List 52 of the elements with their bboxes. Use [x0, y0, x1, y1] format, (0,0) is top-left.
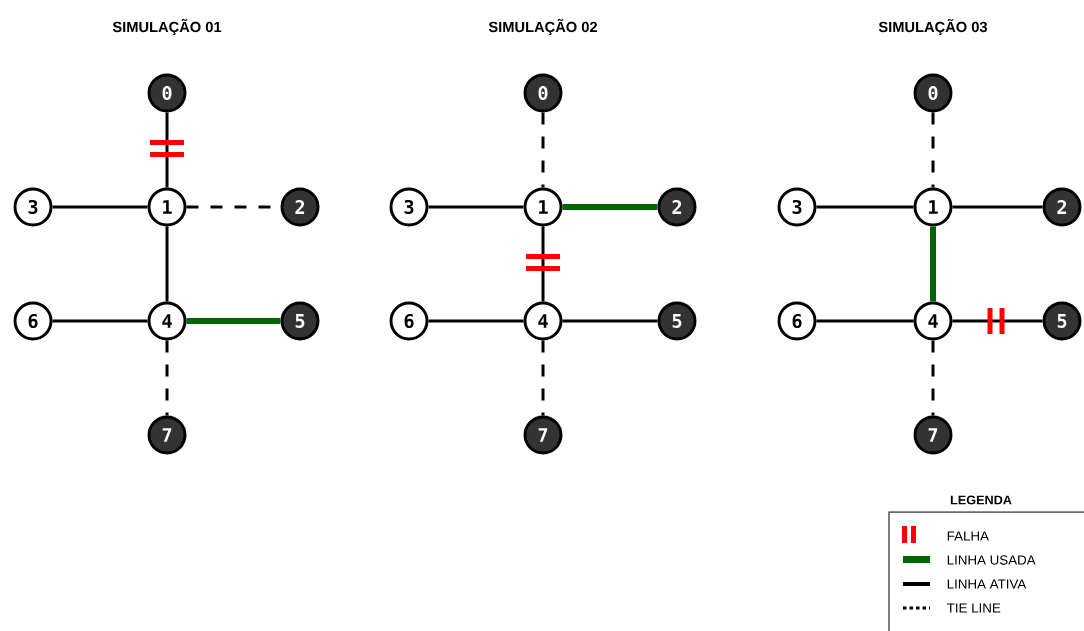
line: [816, 319, 914, 323]
bus-node: 5: [1042, 301, 1082, 341]
bus-node: 2: [657, 187, 697, 227]
legend-title: LEGENDA: [950, 495, 1012, 505]
bus-node: 1: [913, 187, 953, 227]
bus-node: 0: [913, 73, 953, 113]
line: [952, 205, 1043, 209]
bus-node: 4: [147, 301, 187, 341]
bus-node: 1: [523, 187, 563, 227]
bus-node: 3: [13, 187, 53, 227]
bus-node: 7: [523, 415, 563, 455]
bus-node: 3: [389, 187, 429, 227]
legend-text: TIE LINE: [947, 603, 1001, 613]
bus-node: 5: [657, 301, 697, 341]
bus-node: 4: [523, 301, 563, 341]
panel-title: SIMULAÇÃO 03: [878, 18, 988, 36]
line: [816, 205, 914, 209]
line: [428, 205, 524, 209]
line: [541, 112, 545, 188]
panel-title: SIMULAÇÃO 02: [488, 18, 597, 36]
bus-node: 1: [147, 187, 187, 227]
line: [52, 319, 148, 323]
line: [165, 112, 169, 188]
bus-node: 0: [147, 73, 187, 113]
line: [165, 226, 169, 302]
line: [186, 318, 281, 324]
line: [952, 319, 1043, 323]
line: [52, 205, 148, 209]
bus-node: 6: [389, 301, 429, 341]
legend-text: FALHA: [947, 531, 989, 541]
bus-node: 7: [147, 415, 187, 455]
line: [931, 112, 935, 188]
bus-node: 2: [1042, 187, 1082, 227]
legend-text: LINHA ATIVA: [947, 579, 1027, 589]
line: [428, 319, 524, 323]
bus-node: 5: [280, 301, 320, 341]
bus-node: 4: [913, 301, 953, 341]
line: [541, 226, 545, 302]
panel-title: SIMULAÇÃO 01: [112, 18, 222, 36]
line: [562, 204, 658, 210]
bus-node: 3: [777, 187, 817, 227]
bus-node: 7: [913, 415, 953, 455]
bus-node: 6: [13, 301, 53, 341]
line: [541, 340, 545, 416]
line: [562, 319, 658, 323]
bus-node: 0: [523, 73, 563, 113]
line: [931, 340, 935, 416]
bus-node: 2: [280, 187, 320, 227]
legend-text: LINHA USADA: [947, 555, 1036, 565]
line: [165, 340, 169, 416]
line: [930, 226, 936, 302]
bus-node: 6: [777, 301, 817, 341]
